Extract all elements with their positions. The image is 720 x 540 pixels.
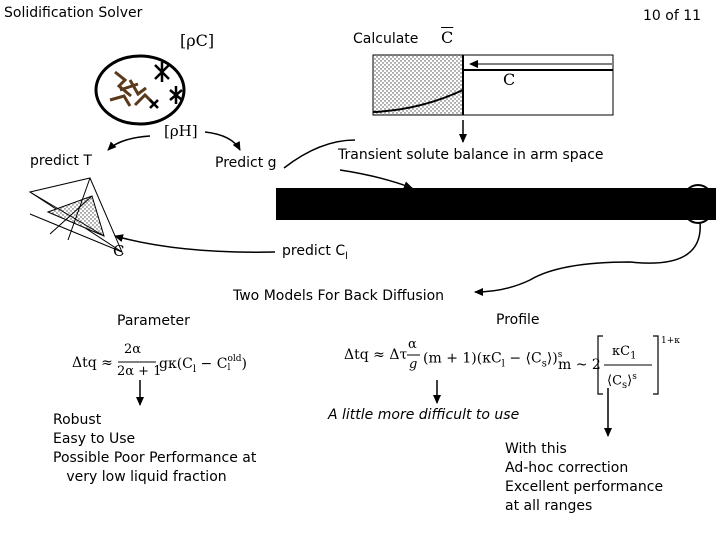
param-formula-lhs: Δtq ≈: [72, 355, 113, 371]
profile-formula-lhs: Δtq ≈ Δτ: [344, 347, 408, 363]
dendrite-dark-icon: [149, 62, 183, 109]
profile-formula-rest: (m + 1)(κCl − ⟨Cs⟩)s: [423, 350, 563, 370]
models-title: Two Models For Back Diffusion: [233, 288, 445, 304]
profile-notes: With this Ad-hoc correction Excellent pe…: [505, 441, 664, 514]
page-indicator: 10 of 11: [643, 8, 702, 24]
profile-formula-num: α: [408, 337, 417, 352]
rho-h-label: [ρH]: [164, 122, 198, 140]
arrow-rhoh-to-predict-g: [204, 131, 241, 151]
calculate-label: Calculate: [353, 31, 419, 47]
m-formula-lhs: m ~ 2: [558, 357, 601, 373]
arm-space-bar: [276, 188, 716, 220]
param-formula-den: 2α + 1: [117, 364, 162, 379]
predict-g-label: Predict g: [215, 155, 277, 171]
profile-difficulty: A little more difficult to use: [328, 407, 520, 423]
arrow-transient-to-bar: [339, 169, 413, 189]
m-formula-exp: 1+κ: [661, 336, 680, 346]
predict-t-label: predict T: [30, 153, 92, 169]
param-formula-num: 2α: [124, 342, 142, 357]
m-formula-den: ⟨Cs⟩s: [607, 372, 637, 391]
phase-triangle: [28, 177, 124, 254]
transient-label: Transient solute balance in arm space: [338, 147, 604, 163]
m-bracket-left: [597, 335, 603, 395]
m-formula-num: κC1: [612, 344, 637, 362]
parameter-label: Parameter: [117, 313, 190, 329]
triangle-c-label: C: [113, 242, 125, 260]
parameter-notes: Robust Easy to Use Possible Poor Perform…: [53, 412, 257, 485]
app-title: Solidification Solver: [4, 5, 143, 21]
arm-space-box: [372, 54, 614, 116]
arrow-predict-g-to-transient: [283, 139, 356, 169]
predict-cl-label: predict Cl: [282, 243, 348, 262]
arrow-bar-to-triangle: [114, 234, 276, 253]
c-bar-label: C: [441, 28, 454, 47]
arrow-rhoh-to-predict-t: [107, 135, 151, 151]
m-bracket-right: [653, 335, 659, 395]
profile-label: Profile: [496, 312, 540, 328]
microstructure-ellipse: [94, 54, 186, 126]
c-label: C: [503, 70, 516, 89]
arrow-bar-to-models: [474, 221, 701, 296]
rho-c-label: [ρC]: [180, 31, 215, 50]
arm-end-ellipse: [681, 184, 715, 224]
profile-formula-den: g: [409, 357, 418, 372]
